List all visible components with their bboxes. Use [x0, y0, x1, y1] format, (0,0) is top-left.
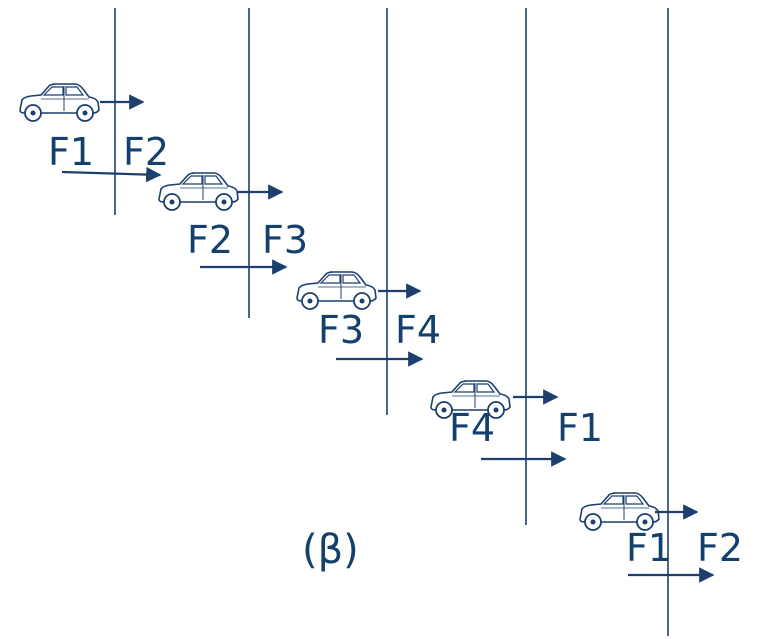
- car-icon: [19, 83, 100, 122]
- handover-step: F1 F2: [19, 83, 169, 183]
- handover-step: F2 F3: [158, 172, 308, 275]
- frequency-label-right: F2: [697, 526, 743, 570]
- car-icon: [158, 172, 239, 211]
- frequency-label-left: F3: [318, 308, 364, 352]
- movement-arrow: [61, 166, 162, 183]
- car-icon: [296, 271, 377, 310]
- handover-step: F4 F1: [430, 380, 603, 467]
- frequency-label-right: F2: [123, 130, 169, 174]
- figure-caption: (β): [302, 527, 359, 573]
- frequency-label-left: F2: [187, 218, 233, 262]
- frequency-label-right: F4: [395, 308, 441, 352]
- frequency-label-left: F4: [449, 406, 495, 450]
- car-icon: [579, 492, 660, 531]
- handover-step: F3 F4: [296, 271, 441, 367]
- frequency-label-left: F1: [626, 526, 672, 570]
- frequency-label-left: F1: [48, 130, 94, 174]
- frequency-label-right: F1: [557, 406, 603, 450]
- frequency-label-right: F3: [262, 218, 308, 262]
- handover-step: F1 F2: [579, 492, 743, 583]
